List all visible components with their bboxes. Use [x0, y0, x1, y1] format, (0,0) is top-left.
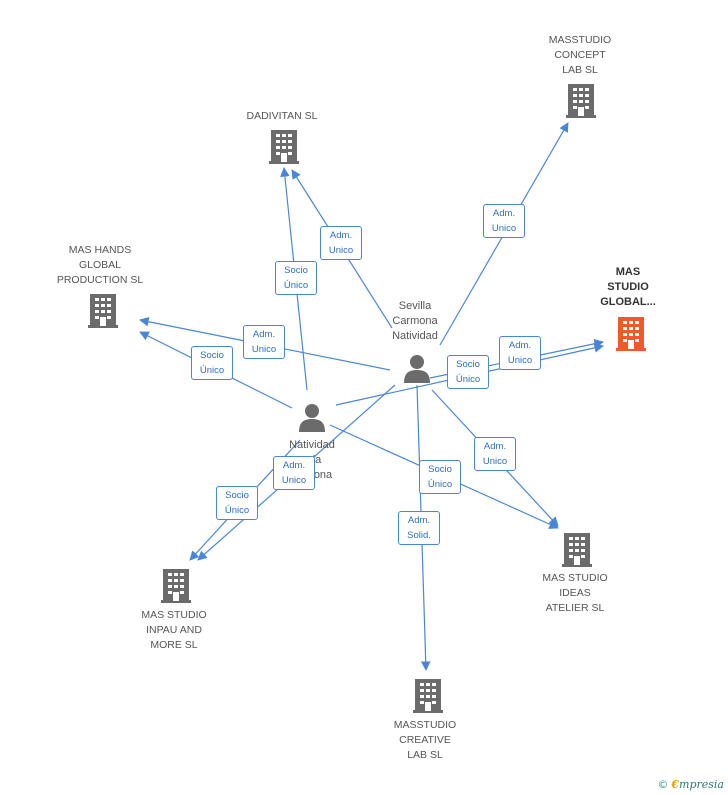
- edge-label-line: Adm.: [252, 329, 276, 340]
- building-icon[interactable]: [161, 569, 191, 608]
- edge-label[interactable]: Adm. Unico: [499, 336, 541, 370]
- label-line: MAS STUDIO: [542, 572, 608, 584]
- edge-label-line: Adm.: [508, 340, 532, 351]
- label-line: Natividad: [289, 439, 335, 451]
- label-line: IDEAS: [559, 587, 591, 599]
- label-line: STUDIO: [607, 281, 649, 293]
- edge-label[interactable]: Socio Único: [419, 460, 461, 494]
- company-label-mas-studio-ideas[interactable]: MAS STUDIO IDEAS ATELIER SL: [515, 571, 635, 616]
- person-icon[interactable]: [298, 403, 326, 438]
- label-line: DADIVITAN SL: [246, 110, 318, 122]
- edge-label-line: Unico: [281, 475, 307, 486]
- brand-footer: © €mpresia: [657, 778, 724, 791]
- label-line: MAS STUDIO: [141, 609, 207, 621]
- label-line: MASSTUDIO: [548, 34, 612, 46]
- label-line: la: [312, 454, 322, 466]
- edge-label[interactable]: Socio Único: [216, 486, 258, 520]
- building-icon[interactable]: [566, 84, 596, 123]
- edge-label[interactable]: Adm. Unico: [273, 456, 315, 490]
- company-label-mas-studio-inpau[interactable]: MAS STUDIO INPAU AND MORE SL: [114, 608, 234, 653]
- edge-label[interactable]: Socio Único: [275, 261, 317, 295]
- label-line: LAB SL: [407, 749, 443, 761]
- label-line: CONCEPT: [554, 49, 606, 61]
- person-label-sevilla[interactable]: Sevilla Carmona Natividad: [365, 299, 465, 344]
- company-label-mas-hands[interactable]: MAS HANDS GLOBAL PRODUCTION SL: [40, 243, 160, 288]
- edge-label[interactable]: Adm. Unico: [243, 325, 285, 359]
- edge-label-line: Socio: [200, 350, 224, 361]
- label-line: MORE SL: [150, 639, 198, 651]
- person-label-natividad[interactable]: Natividad la ona: [262, 438, 362, 483]
- building-icon[interactable]: [88, 294, 118, 333]
- building-icon[interactable]: [269, 130, 299, 169]
- brand-name: €mpresia: [671, 778, 724, 791]
- label-line: Natividad: [392, 330, 438, 342]
- copyright-icon: ©: [657, 778, 669, 791]
- edge-label-line: Único: [224, 505, 250, 516]
- label-line: LAB SL: [562, 64, 598, 76]
- edge-label-line: Socio: [428, 464, 452, 475]
- label-line: CREATIVE: [399, 734, 451, 746]
- edge-label-line: Solid.: [407, 530, 431, 541]
- brand-rest: mpresia: [679, 778, 724, 791]
- edge-label-line: Unico: [482, 456, 508, 467]
- edge-label[interactable]: Adm. Solid.: [398, 511, 440, 545]
- person-icon[interactable]: [403, 354, 431, 389]
- edge-label-line: Socio: [225, 490, 249, 501]
- edge-label-line: Socio: [284, 265, 308, 276]
- building-icon[interactable]: [616, 317, 646, 356]
- label-line: GLOBAL: [78, 259, 122, 271]
- edge-label-line: Único: [199, 365, 225, 376]
- edge-label-line: Único: [283, 280, 309, 291]
- building-icon[interactable]: [413, 679, 443, 718]
- edge-label[interactable]: Adm. Unico: [320, 226, 362, 260]
- label-line: MASSTUDIO: [393, 719, 457, 731]
- company-label-masstudio-concept[interactable]: MASSTUDIO CONCEPT LAB SL: [520, 33, 640, 78]
- label-line: MAS HANDS: [68, 244, 132, 256]
- label-line: GLOBAL...: [600, 296, 656, 308]
- edge-label-line: Unico: [251, 344, 277, 355]
- label-line: MAS: [615, 266, 641, 278]
- brand-initial: €: [671, 778, 680, 791]
- edge-label-line: Adm.: [492, 208, 516, 219]
- label-line: Sevilla: [398, 300, 432, 312]
- label-line: ona: [313, 469, 333, 481]
- edge-label-line: Adm.: [407, 515, 431, 526]
- edge-label-line: Unico: [328, 245, 354, 256]
- edge-label-line: Único: [427, 479, 453, 490]
- edge-label[interactable]: Socio Único: [447, 355, 489, 389]
- edge-label-line: Adm.: [483, 441, 507, 452]
- edge-label-line: Socio: [456, 359, 480, 370]
- edge-label-line: Unico: [507, 355, 533, 366]
- label-line: ATELIER SL: [545, 602, 605, 614]
- company-label-dadivitan[interactable]: DADIVITAN SL: [222, 109, 342, 124]
- building-icon[interactable]: [562, 533, 592, 572]
- label-line: PRODUCTION SL: [56, 274, 144, 286]
- label-line: Carmona: [392, 315, 438, 327]
- edge-label[interactable]: Adm. Unico: [474, 437, 516, 471]
- edge-label-line: Unico: [491, 223, 517, 234]
- label-line: INPAU AND: [146, 624, 202, 636]
- company-label-masstudio-creative[interactable]: MASSTUDIO CREATIVE LAB SL: [365, 718, 485, 763]
- edge-label-line: Único: [455, 374, 481, 385]
- company-label-mas-studio-global[interactable]: MAS STUDIO GLOBAL...: [578, 265, 678, 310]
- edge-label[interactable]: Socio Único: [191, 346, 233, 380]
- edge-label-line: Adm.: [329, 230, 353, 241]
- edge-label[interactable]: Adm. Unico: [483, 204, 525, 238]
- edge-label-line: Adm.: [282, 460, 306, 471]
